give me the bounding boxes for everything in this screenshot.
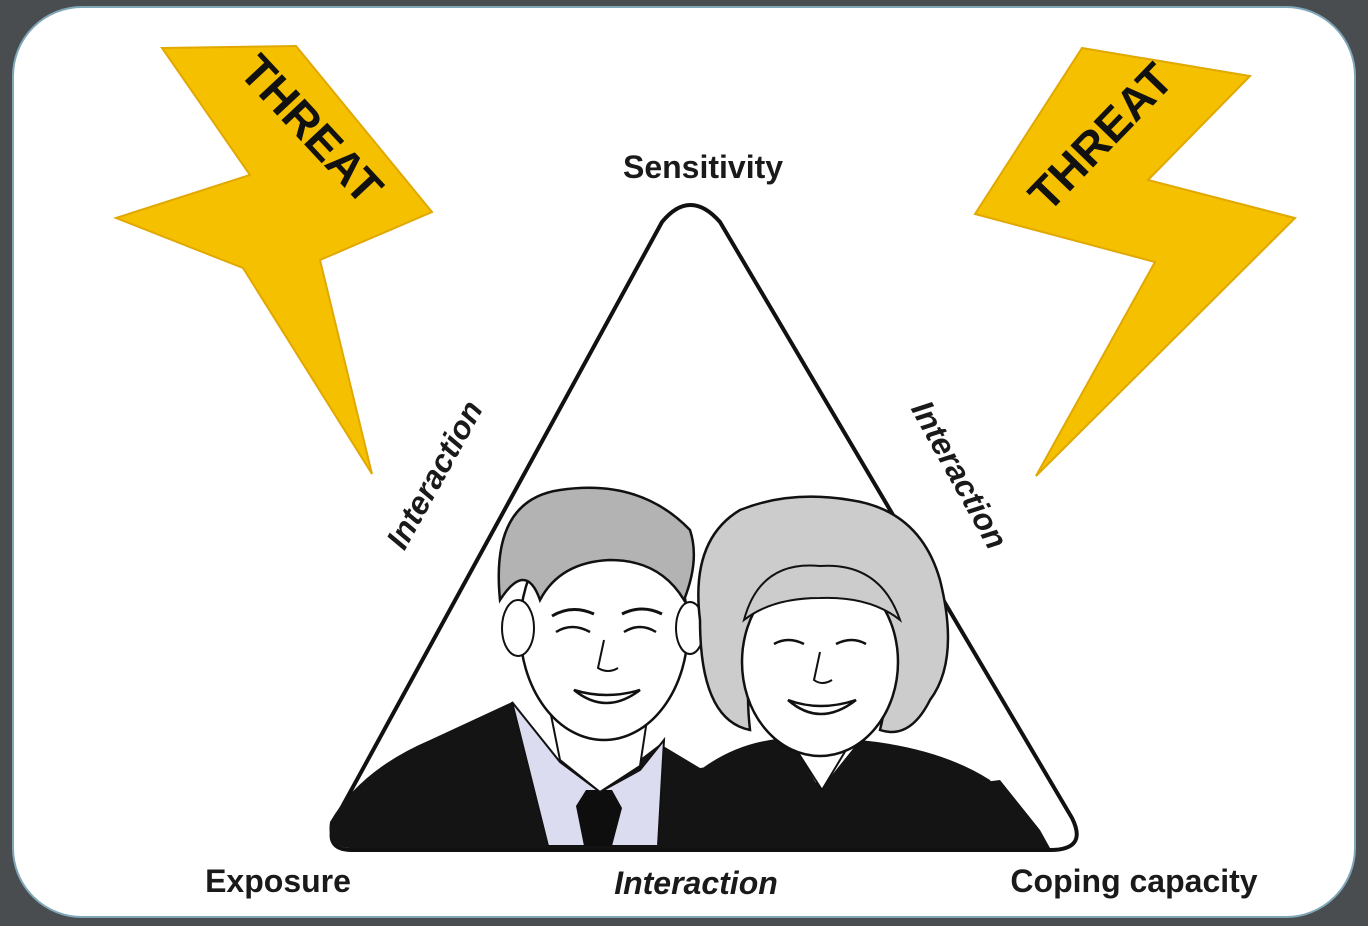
- man-tie: [576, 790, 622, 846]
- lightning-bolt-left-shape: [113, 44, 434, 475]
- man-eye-left: [555, 625, 591, 634]
- woman-dress: [690, 738, 1030, 846]
- woman-mouth: [787, 698, 857, 716]
- woman-eye-left: [773, 638, 805, 646]
- vertex-label-sensitivity: Sensitivity: [623, 149, 783, 185]
- vulnerability-triangle: [329, 203, 1079, 852]
- edge-label-bottom: Interaction: [614, 865, 778, 901]
- man-mouth: [573, 688, 641, 705]
- man-eye-right: [623, 625, 657, 634]
- lightning-bolt-right-shape: [973, 46, 1297, 477]
- edge-label-right: Interaction: [904, 394, 1015, 555]
- edge-label-left: Interaction: [379, 394, 490, 555]
- man-brow-left: [551, 608, 595, 618]
- man-shirt: [511, 701, 666, 847]
- man-hair: [497, 486, 696, 604]
- man-ear-left: [501, 599, 535, 657]
- woman-fringe: [742, 564, 903, 623]
- threat-bolt-left: THREAT: [113, 44, 434, 475]
- threat-bolt-right: THREAT: [973, 46, 1297, 477]
- vertex-label-exposure: Exposure: [205, 863, 351, 899]
- man-brow-right: [621, 607, 663, 616]
- vertex-label-coping-capacity: Coping capacity: [1010, 863, 1257, 899]
- couple-illustration: [329, 486, 1050, 848]
- woman-eye-right: [835, 638, 867, 646]
- man-nose: [596, 639, 619, 672]
- woman-nose: [812, 651, 833, 684]
